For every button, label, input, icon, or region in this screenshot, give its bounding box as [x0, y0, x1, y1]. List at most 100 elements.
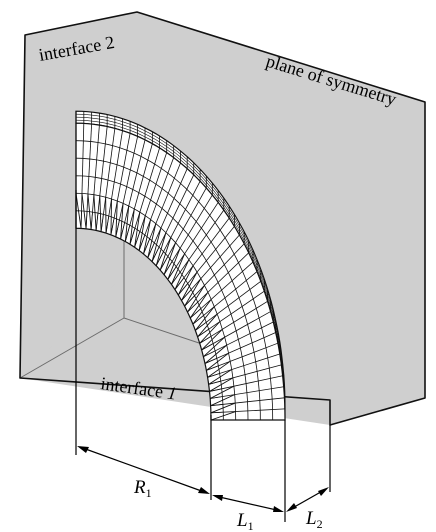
mesh-diagonal-line: [151, 227, 162, 262]
r1-subscript: 1: [146, 486, 152, 500]
mesh-diagonal-line: [210, 404, 223, 407]
mesh-diagonal-line: [163, 261, 173, 275]
mesh-diagonal-line: [129, 228, 136, 245]
mesh-diagonal-line: [204, 344, 227, 364]
l1-symbol: L: [236, 510, 248, 531]
l2-subscript: 2: [317, 517, 323, 531]
mesh-diagonal-line: [206, 352, 229, 371]
mesh-diagonal-line: [184, 278, 202, 307]
mesh-depth-arc: [75, 113, 286, 412]
mesh-diagonal-line: [203, 336, 225, 358]
mesh-diagonal-line: [178, 283, 188, 296]
mesh-diagonal-line: [134, 231, 141, 248]
mesh-diagonal-line: [207, 360, 231, 378]
mesh-diagonal-line: [81, 193, 87, 229]
mesh-diagonal-line: [120, 203, 124, 240]
mesh-diagonal-line: [209, 377, 234, 392]
mesh-diagonal-line: [93, 194, 97, 231]
l2-symbol: L: [305, 508, 317, 529]
mesh-diagonal-line: [95, 213, 99, 231]
mesh-diagonal-line: [138, 234, 146, 251]
interface-1-number: 1: [166, 383, 178, 404]
mesh-diagonal-line: [115, 220, 120, 237]
mesh-diagonal-line: [167, 247, 181, 280]
r1-arrow-right: [198, 487, 210, 494]
mesh-depth-arc: [75, 119, 286, 418]
l2-arrow-right: [318, 487, 329, 496]
mesh-diagonal-line: [159, 256, 169, 271]
mesh-arc-line: [75, 140, 274, 421]
mesh-diagonal-line: [159, 237, 172, 271]
mesh-diagonal-line: [187, 285, 205, 313]
mesh-diagonal-line: [184, 295, 195, 307]
mesh-diagonal-line: [110, 217, 115, 235]
mesh-diagonal-line: [163, 242, 176, 275]
mesh-diagonal-line: [100, 214, 104, 232]
mesh-diagonal-line: [197, 313, 218, 338]
mesh-diagonal-line: [195, 321, 207, 331]
l2-label: L2: [305, 508, 323, 531]
mesh-diagonal-line: [209, 385, 235, 399]
mesh-diagonal-line: [124, 205, 130, 242]
mesh-diagonal-line: [99, 195, 102, 232]
mesh-arc-line: [75, 157, 261, 420]
mesh-diagonal-line: [210, 402, 236, 414]
mesh-diagonal-line: [187, 301, 198, 313]
mesh-diagonal-line: [181, 289, 192, 301]
mesh-diagonal-line: [143, 219, 152, 255]
mesh-diagonal-line: [203, 350, 216, 357]
l2-arrow-left: [286, 503, 297, 512]
l1-dimension-line: [214, 495, 282, 512]
l1-subscript: 1: [248, 519, 254, 532]
mesh-diagonal-line: [147, 223, 157, 258]
mesh-diagonal-line: [190, 308, 201, 319]
mesh-diagonal-line: [210, 411, 236, 421]
mesh-diagonal-line: [197, 328, 209, 338]
mesh-diagonal-line: [204, 358, 217, 364]
mesh-arc-line: [75, 175, 249, 421]
mesh-diagonal-line: [171, 253, 186, 285]
mesh-diagonal-line: [210, 411, 224, 414]
mesh-diagonal-line: [155, 251, 164, 266]
mesh-diagonal-line: [207, 373, 220, 378]
mesh-diagonal-line: [177, 265, 194, 296]
mesh-diagonal-line: [171, 271, 181, 285]
l1-arrow-right: [273, 506, 284, 512]
l1-arrow-left: [212, 495, 223, 501]
mesh-diagonal-line: [147, 242, 155, 258]
mesh-diagonal-line: [208, 380, 221, 385]
mesh-diagonal-line: [75, 193, 82, 229]
mesh-diagonal-line: [192, 299, 212, 325]
mesh-diagonal-line: [199, 321, 221, 344]
mesh-diagonal-line: [208, 369, 232, 385]
mesh-diagonal-line: [87, 193, 92, 230]
r1-symbol: R: [133, 477, 146, 498]
mesh-diagonal-line: [138, 215, 146, 251]
mesh-diagonal-line: [124, 225, 131, 242]
mesh-diagonal-line: [143, 238, 150, 255]
r1-dimension-line: [79, 446, 208, 494]
mesh-diagonal-line: [206, 365, 219, 371]
mesh-diagonal-line: [120, 222, 126, 240]
mesh-diagonal-line: [181, 271, 198, 301]
mesh-diagonal-line: [195, 306, 215, 331]
mesh-diagonal-line: [155, 232, 167, 266]
l1-label: L1: [236, 510, 254, 532]
mesh-diagonal-line: [174, 277, 185, 290]
mesh-diagonal-line: [209, 388, 222, 392]
mesh-diagonal-line: [90, 212, 93, 230]
mesh-diagonal-line: [134, 212, 141, 248]
mesh-diagonal-line: [167, 266, 177, 280]
mesh-diagonal-line: [201, 329, 223, 351]
r1-label: R1: [133, 477, 152, 500]
mesh-diagonal-line: [189, 292, 209, 319]
mesh-diagonal-line: [110, 198, 112, 235]
mesh-diagonal-line: [210, 394, 235, 407]
mesh-diagonal-line: [174, 259, 190, 290]
mesh-diagonal-line: [129, 208, 135, 245]
r1-arrow-left: [77, 446, 89, 453]
mesh-diagonal-line: [151, 246, 160, 262]
hidden-edge-floor-a: [19, 317, 125, 379]
mesh-diagonal-line: [210, 396, 223, 399]
